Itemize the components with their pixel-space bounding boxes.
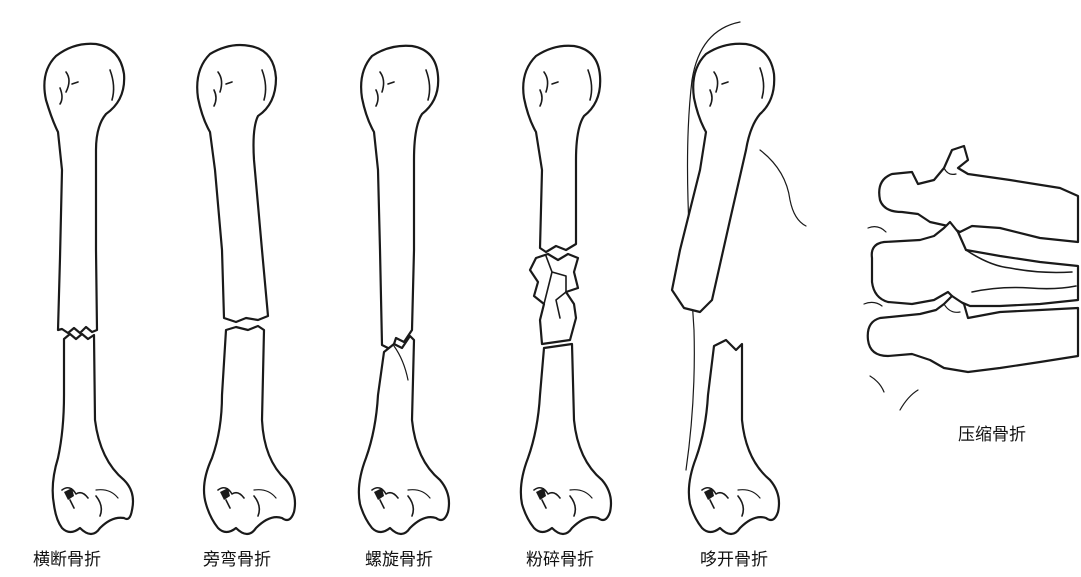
- spiral-fracture-bone: [359, 46, 449, 534]
- transverse-upper-fragment: [44, 44, 124, 333]
- angulated-fracture-bone: [197, 45, 295, 534]
- vertebra-upper: [879, 146, 1078, 242]
- transverse-fracture-bone: [44, 44, 133, 534]
- spiral-upper-fragment: [361, 46, 438, 350]
- angulated-upper-fragment: [197, 45, 276, 322]
- label-compression-fracture: 压缩骨折: [958, 425, 1026, 445]
- angulated-lower-fragment: [204, 326, 295, 534]
- transverse-lower-fragment: [53, 334, 133, 534]
- vertebra-lower: [868, 296, 1078, 372]
- label-angulated-fracture: 旁弯骨折: [203, 550, 271, 570]
- compression-fracture-vertebrae: [864, 146, 1078, 410]
- label-comminuted-fracture: 粉碎骨折: [526, 550, 594, 570]
- comminuted-upper-fragment: [523, 46, 600, 252]
- comminuted-lower-fragment: [521, 344, 611, 534]
- comminuted-fragments: [530, 254, 578, 344]
- comminuted-fracture-bone: [521, 46, 611, 534]
- label-transverse-fracture: 横断骨折: [33, 550, 101, 570]
- label-gaping-fracture: 哆开骨折: [700, 550, 768, 570]
- label-spiral-fracture: 螺旋骨折: [365, 550, 433, 570]
- gaping-fracture-bone: [672, 22, 806, 534]
- gaping-lower-fragment: [689, 340, 779, 534]
